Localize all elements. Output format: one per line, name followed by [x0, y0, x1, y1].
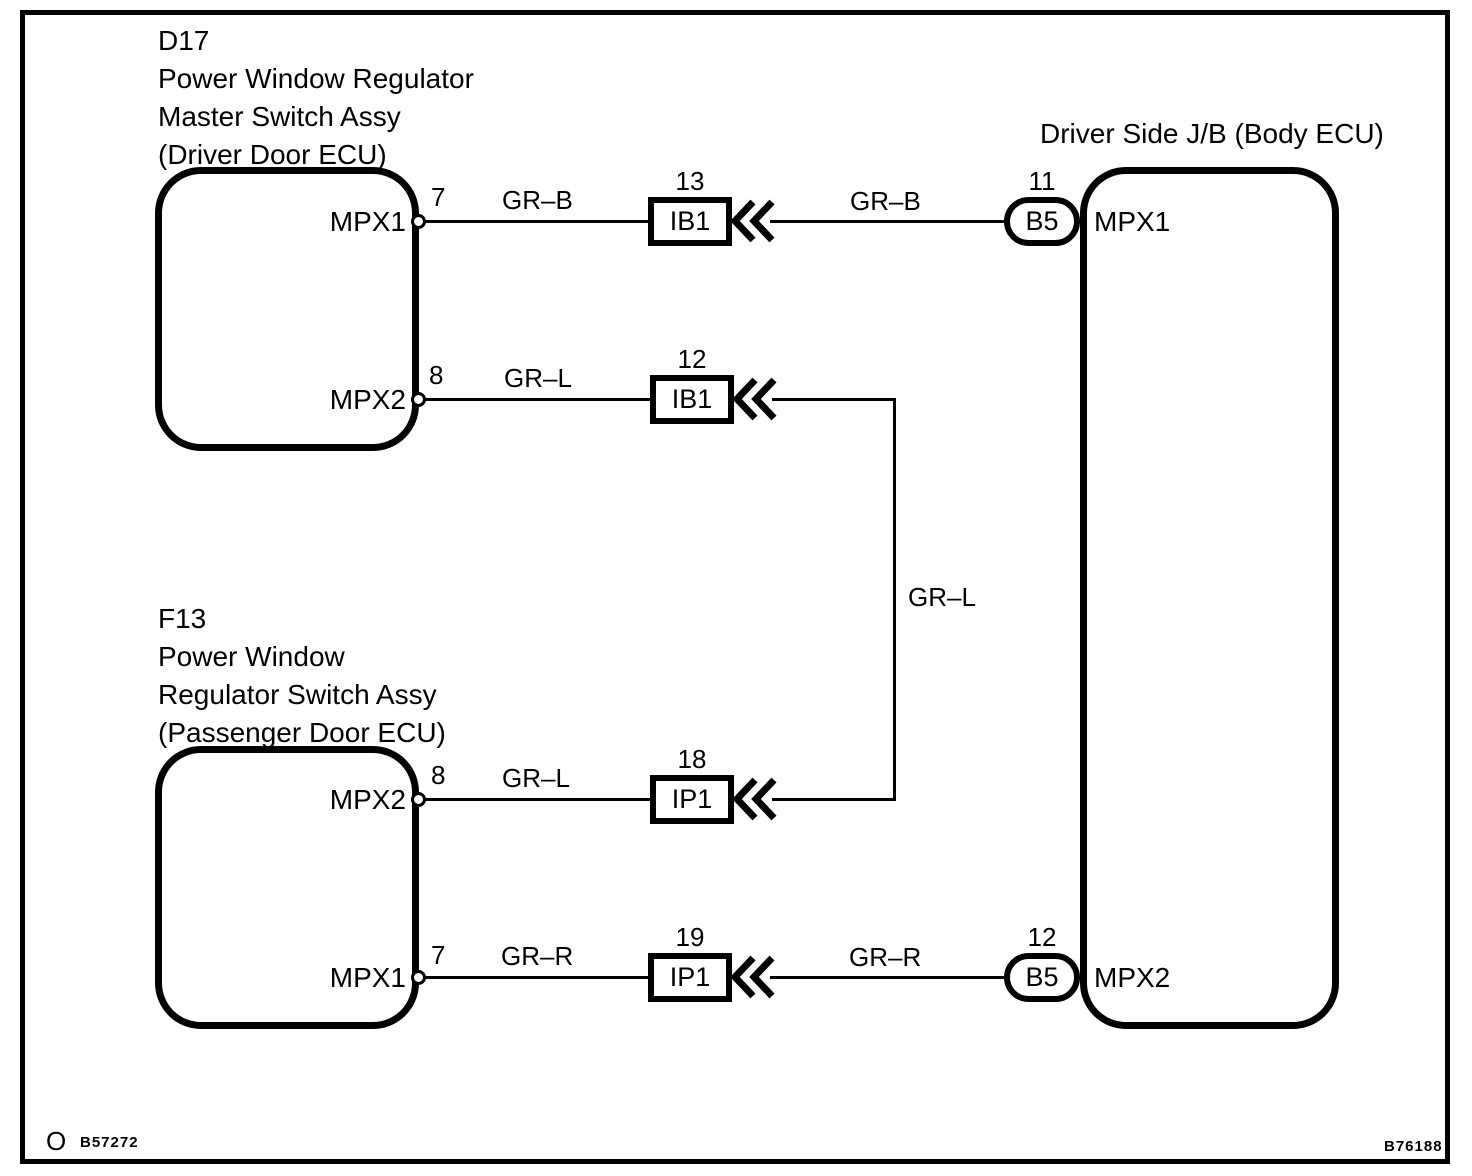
- wire-row4-left: [424, 976, 650, 979]
- wire-label-grb-right: GR–B: [850, 186, 921, 216]
- jb-connector-b5-bottom-label: B5: [1025, 962, 1059, 992]
- double-chevron-icon: [730, 199, 775, 243]
- jb-connector-b5-top: B5: [1004, 197, 1080, 246]
- connector-ip1-18: IP1: [650, 775, 734, 824]
- connector-ib1-13-label: IB1: [669, 206, 711, 236]
- jb-pin-mpx2-label: MPX2: [1094, 962, 1171, 993]
- footer-code-left: B57272: [80, 1134, 139, 1151]
- connector-ip1-19-number: 19: [675, 922, 705, 952]
- jb-pin12-number: 12: [1027, 922, 1057, 952]
- d17-pin8-number: 8: [429, 360, 444, 390]
- wire-row3-left: [424, 798, 652, 801]
- footer-mark: O: [46, 1126, 67, 1156]
- wire-label-grr-left: GR–R: [501, 941, 574, 971]
- d17-name-line3: (Driver Door ECU): [158, 139, 387, 170]
- f13-name-line1: Power Window: [158, 641, 345, 672]
- connector-ip1-18-label: IP1: [671, 784, 713, 814]
- wire-label-grl-row3: GR–L: [502, 763, 570, 793]
- jb-ecu-box: [1080, 167, 1339, 1029]
- connector-ip1-19: IP1: [648, 953, 732, 1002]
- f13-pin-mpx2-label: MPX2: [329, 784, 406, 815]
- d17-name-line1: Power Window Regulator: [158, 63, 474, 94]
- d17-code: D17: [158, 25, 210, 56]
- wire-label-grl-row2: GR–L: [504, 363, 572, 393]
- d17-pin-mpx1-label: MPX1: [329, 206, 406, 237]
- double-chevron-icon: [732, 377, 777, 421]
- f13-pin7-number: 7: [431, 940, 446, 970]
- d17-ecu-box: [155, 167, 419, 451]
- jb-title: Driver Side J/B (Body ECU): [1040, 118, 1384, 149]
- wire-row4-right: [770, 976, 1006, 979]
- footer-code-right: B76188: [1384, 1138, 1443, 1155]
- connector-ib1-12: IB1: [650, 375, 734, 424]
- wire-label-grl-vertical: GR–L: [908, 582, 976, 612]
- jb-connector-b5-bottom: B5: [1004, 953, 1080, 1002]
- jb-pin11-number: 11: [1028, 166, 1056, 196]
- d17-pin-mpx2-label: MPX2: [329, 384, 406, 415]
- d17-name-line2: Master Switch Assy: [158, 101, 401, 132]
- wire-row2-left: [424, 398, 652, 401]
- d17-title-block: D17 Power Window Regulator Master Switch…: [158, 22, 474, 174]
- connector-ip1-18-number: 18: [677, 744, 707, 774]
- f13-name-line2: Regulator Switch Assy: [158, 679, 437, 710]
- connector-ib1-12-number: 12: [677, 344, 707, 374]
- f13-name-line3: (Passenger Door ECU): [158, 717, 446, 748]
- wire-vertical-grl: [893, 398, 896, 801]
- f13-pin8-number: 8: [431, 760, 446, 790]
- wire-row3-right: [772, 798, 896, 801]
- wire-row1-left: [424, 220, 650, 223]
- wire-label-grb-left: GR–B: [502, 185, 573, 215]
- double-chevron-icon: [730, 955, 775, 999]
- jb-pin-mpx1-label: MPX1: [1094, 206, 1171, 237]
- f13-title-block: F13 Power Window Regulator Switch Assy (…: [158, 600, 446, 752]
- wire-label-grr-right: GR–R: [849, 942, 922, 972]
- connector-ip1-19-label: IP1: [669, 962, 711, 992]
- f13-pin-mpx1-label: MPX1: [329, 962, 406, 993]
- f13-ecu-box: [155, 746, 419, 1029]
- double-chevron-icon: [732, 777, 777, 821]
- jb-connector-b5-top-label: B5: [1025, 206, 1059, 236]
- diagram-border: [20, 10, 1450, 1164]
- wire-row1-right: [770, 220, 1006, 223]
- d17-pin7-number: 7: [431, 182, 446, 212]
- connector-ib1-12-label: IB1: [671, 384, 713, 414]
- connector-ib1-13: IB1: [648, 197, 732, 246]
- wire-row2-right: [772, 398, 896, 401]
- f13-code: F13: [158, 603, 207, 634]
- connector-ib1-13-number: 13: [675, 166, 705, 196]
